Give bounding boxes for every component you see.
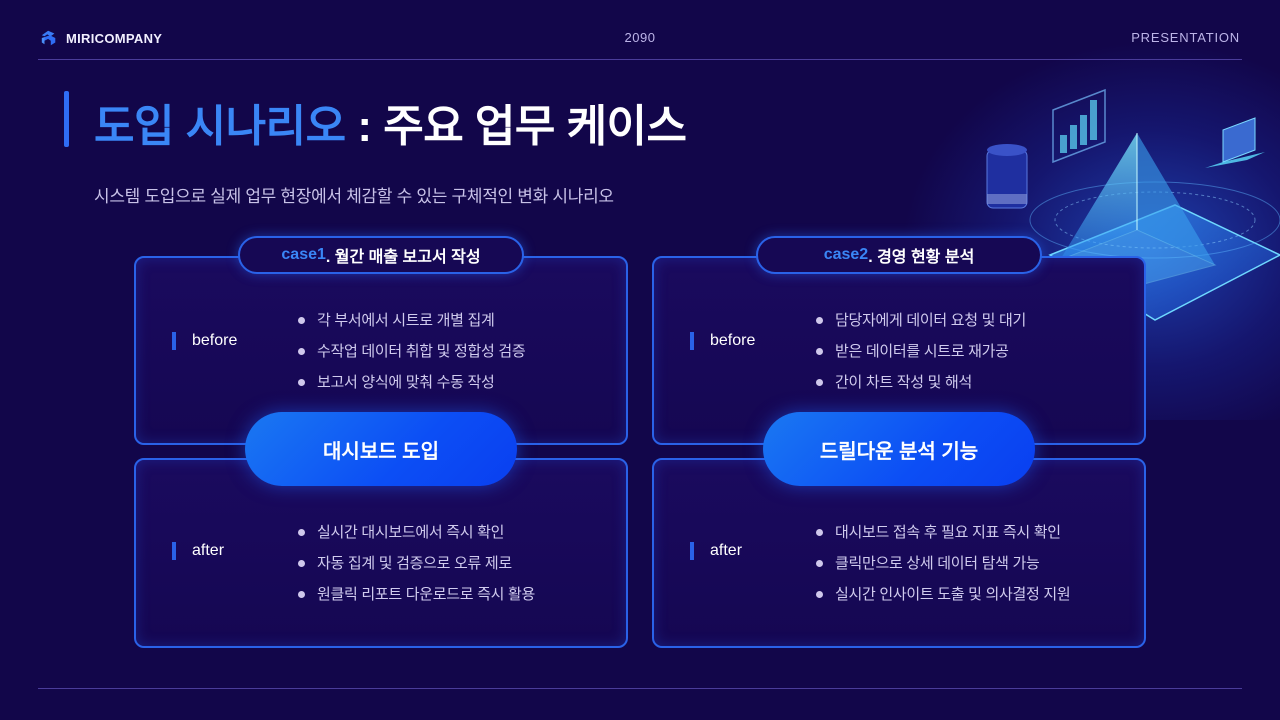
bullet-icon (816, 529, 823, 536)
list-item-text: 자동 집계 및 검증으로 오류 제로 (317, 555, 512, 572)
before-list: 담당자에게 데이터 요청 및 대기 받은 데이터를 시트로 재가공 간이 차트 … (816, 305, 1026, 398)
bullet-icon (298, 348, 305, 355)
page-title: 도입 시나리오 : 주요 업무 케이스 (94, 90, 687, 154)
case-card-1: case1. 월간 매출 보고서 작성 before 각 부서에서 시트로 개별… (134, 236, 628, 648)
bullet-icon (816, 560, 823, 567)
before-label: before (172, 332, 237, 350)
case-title-tab: case2. 경영 현황 분석 (756, 236, 1042, 274)
header: MIRICOMPANY 2090 PRESENTATION (38, 0, 1242, 60)
bullet-icon (816, 317, 823, 324)
list-item: 담당자에게 데이터 요청 및 대기 (816, 305, 1026, 336)
list-item-text: 보고서 양식에 맞춰 수동 작성 (317, 374, 495, 391)
bullet-icon (816, 591, 823, 598)
footer-divider (38, 688, 1242, 689)
list-item: 클릭만으로 상세 데이터 탐색 가능 (816, 548, 1070, 579)
list-item: 실시간 인사이트 도출 및 의사결정 지원 (816, 579, 1071, 610)
header-year: 2090 (624, 30, 656, 45)
list-item: 원클릭 리포트 다운로드로 즉시 활용 (298, 579, 535, 610)
bullet-icon (298, 591, 305, 598)
list-item-text: 대시보드 접속 후 필요 지표 즉시 확인 (835, 524, 1061, 541)
after-panel: after 대시보드 접속 후 필요 지표 즉시 확인 클릭만으로 상세 데이터… (652, 458, 1146, 648)
phase-marker (690, 542, 694, 560)
phase-marker (172, 542, 176, 560)
list-item: 실시간 대시보드에서 즉시 확인 (298, 517, 535, 548)
page-subtitle: 시스템 도입으로 실제 업무 현장에서 체감할 수 있는 구체적인 변화 시나리… (94, 187, 614, 206)
bullet-icon (298, 317, 305, 324)
case-number: case2 (823, 246, 869, 263)
phase-name: after (710, 542, 743, 559)
brand: MIRICOMPANY (40, 29, 162, 47)
bullet-icon (298, 379, 305, 386)
list-item: 수작업 데이터 취합 및 정합성 검증 (298, 336, 526, 367)
list-item: 간이 차트 작성 및 해석 (816, 367, 1026, 398)
case-number: case1 (281, 246, 326, 263)
brand-logo-icon (41, 30, 56, 46)
after-label: after (690, 542, 742, 560)
title-accent: 도입 시나리오 (94, 102, 346, 151)
list-item-text: 받은 데이터를 시트로 재가공 (835, 343, 1009, 360)
list-item: 자동 집계 및 검증으로 오류 제로 (298, 548, 535, 579)
list-item: 보고서 양식에 맞춰 수동 작성 (298, 367, 525, 398)
list-item-text: 실시간 인사이트 도출 및 의사결정 지원 (835, 586, 1071, 603)
list-item-text: 담당자에게 데이터 요청 및 대기 (835, 312, 1026, 329)
bullet-icon (298, 560, 305, 567)
list-item-text: 실시간 대시보드에서 즉시 확인 (317, 524, 505, 541)
bullet-icon (816, 379, 823, 386)
case-card-2: case2. 경영 현황 분석 before 담당자에게 데이터 요청 및 대기… (652, 236, 1146, 648)
after-panel: after 실시간 대시보드에서 즉시 확인 자동 집계 및 검증으로 오류 제… (134, 458, 628, 648)
after-label: after (172, 542, 224, 560)
header-label: PRESENTATION (1131, 30, 1240, 45)
solution-pill: 대시보드 도입 (245, 412, 517, 486)
solution-pill: 드릴다운 분석 기능 (763, 412, 1035, 486)
list-item: 각 부서에서 시트로 개별 집계 (298, 305, 525, 336)
list-item-text: 수작업 데이터 취합 및 정합성 검증 (317, 343, 526, 360)
case-title: . 경영 현황 분석 (868, 249, 975, 266)
title-rest: : 주요 업무 케이스 (345, 102, 687, 151)
phase-marker (172, 332, 176, 350)
list-item: 받은 데이터를 시트로 재가공 (816, 336, 1026, 367)
phase-name: before (710, 332, 756, 349)
case-title: . 월간 매출 보고서 작성 (325, 249, 481, 266)
brand-name: MIRICOMPANY (66, 30, 163, 46)
list-item-text: 원클릭 리포트 다운로드로 즉시 활용 (317, 586, 535, 603)
case-title-tab: case1. 월간 매출 보고서 작성 (238, 236, 524, 274)
title-accent-bar (64, 91, 69, 147)
phase-name: after (192, 542, 225, 559)
before-list: 각 부서에서 시트로 개별 집계 수작업 데이터 취합 및 정합성 검증 보고서… (298, 305, 526, 398)
bullet-icon (816, 348, 823, 355)
list-item-text: 각 부서에서 시트로 개별 집계 (317, 312, 495, 329)
phase-name: before (192, 332, 238, 349)
phase-marker (690, 332, 694, 350)
bullet-icon (298, 529, 305, 536)
before-label: before (690, 332, 755, 350)
after-list: 대시보드 접속 후 필요 지표 즉시 확인 클릭만으로 상세 데이터 탐색 가능… (816, 517, 1071, 610)
list-item-text: 클릭만으로 상세 데이터 탐색 가능 (835, 555, 1040, 572)
after-list: 실시간 대시보드에서 즉시 확인 자동 집계 및 검증으로 오류 제로 원클릭 … (298, 517, 535, 610)
list-item-text: 간이 차트 작성 및 해석 (835, 374, 972, 391)
list-item: 대시보드 접속 후 필요 지표 즉시 확인 (816, 517, 1070, 548)
